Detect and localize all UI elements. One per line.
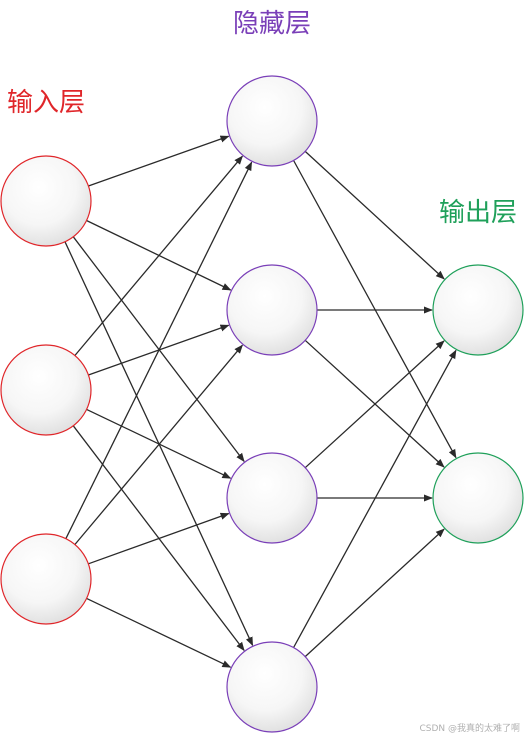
input-node-3 [0, 533, 92, 625]
edge-hidden-4-to-output-1 [293, 349, 457, 648]
edge-input-3-to-hidden-3 [88, 512, 230, 565]
edge-input-3-to-hidden-2 [74, 344, 243, 545]
input-layer-label: 输入层 [7, 88, 85, 118]
watermark: CSDN @我真的太难了啊 [419, 722, 520, 734]
edge-input-2-to-hidden-1 [74, 155, 243, 356]
hidden-node-1 [226, 75, 318, 167]
edge-hidden-3-to-output-1 [304, 340, 445, 469]
input-node-2 [0, 344, 92, 436]
output-node-1 [432, 264, 524, 356]
edge-hidden-1-to-output-2 [293, 160, 457, 459]
edge-input-3-to-hidden-4 [86, 597, 232, 668]
edge-hidden-1-to-output-1 [304, 150, 445, 280]
edge-hidden-4-to-output-2 [304, 528, 445, 658]
hidden-node-3 [226, 452, 318, 544]
output-layer-label: 输出层 [439, 198, 517, 228]
input-node-1 [0, 155, 92, 247]
edge-input-3-to-hidden-1 [65, 161, 253, 539]
connection-arrows [64, 135, 457, 668]
hidden-node-2 [226, 264, 318, 356]
output-node-2 [432, 452, 524, 544]
network-nodes [0, 75, 524, 733]
hidden-layer-label: 隐藏层 [233, 9, 311, 39]
hidden-node-4 [226, 641, 318, 733]
edge-input-1-to-hidden-1 [88, 135, 230, 187]
edge-input-2-to-hidden-3 [86, 408, 232, 479]
